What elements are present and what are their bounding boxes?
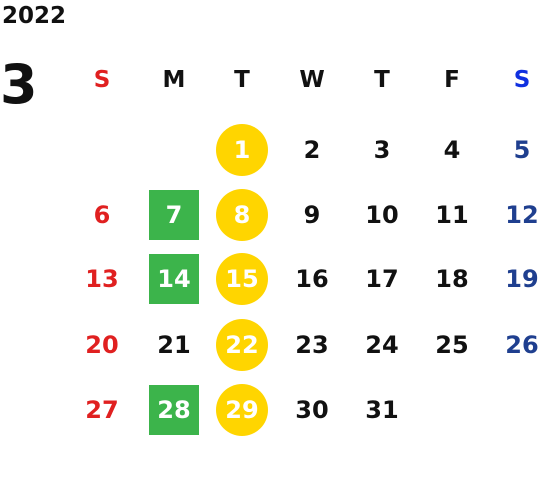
- weekday-label: T: [374, 67, 390, 93]
- calendar-day[interactable]: 6: [72, 195, 132, 235]
- weekday-header: F: [422, 60, 482, 100]
- weekday-label: F: [444, 67, 460, 93]
- calendar-day[interactable]: 23: [282, 325, 342, 365]
- calendar-day[interactable]: 3: [352, 130, 412, 170]
- calendar-day[interactable]: 10: [352, 195, 412, 235]
- calendar-day[interactable]: 1: [212, 124, 272, 176]
- weekday-label: W: [299, 67, 325, 93]
- calendar-day[interactable]: 27: [72, 390, 132, 430]
- weekday-label: S: [513, 67, 531, 93]
- calendar-day[interactable]: 9: [282, 195, 342, 235]
- calendar-day[interactable]: 22: [212, 319, 272, 371]
- day-number: 18: [435, 265, 469, 293]
- calendar-day[interactable]: 12: [492, 195, 548, 235]
- weekday-header: W: [282, 60, 342, 100]
- day-number: 5: [513, 136, 531, 164]
- day-number: 3: [373, 136, 391, 164]
- day-number: 12: [505, 201, 539, 229]
- calendar-day[interactable]: 21: [144, 325, 204, 365]
- calendar-day[interactable]: 14: [144, 254, 204, 304]
- day-number: 28: [157, 396, 191, 424]
- weekday-header: S: [492, 60, 548, 100]
- day-number: 6: [93, 201, 111, 229]
- day-number: 29: [225, 396, 259, 424]
- day-number: 17: [365, 265, 399, 293]
- day-number: 4: [443, 136, 461, 164]
- calendar-day[interactable]: 18: [422, 259, 482, 299]
- calendar-day[interactable]: 15: [212, 253, 272, 305]
- calendar-day[interactable]: 7: [144, 190, 204, 240]
- day-number: 8: [233, 201, 251, 229]
- day-number: 7: [165, 201, 183, 229]
- calendar-year: 2022: [2, 3, 67, 29]
- day-number: 20: [85, 331, 119, 359]
- calendar-day[interactable]: 13: [72, 259, 132, 299]
- weekday-label: S: [93, 67, 111, 93]
- calendar-day[interactable]: 31: [352, 390, 412, 430]
- calendar-day[interactable]: 8: [212, 189, 272, 241]
- calendar-day[interactable]: 2: [282, 130, 342, 170]
- calendar-day[interactable]: 19: [492, 259, 548, 299]
- calendar-day[interactable]: 28: [144, 385, 204, 435]
- day-number: 23: [295, 331, 329, 359]
- day-number: 30: [295, 396, 329, 424]
- day-number: 19: [505, 265, 539, 293]
- calendar-day[interactable]: 16: [282, 259, 342, 299]
- weekday-header: M: [144, 60, 204, 100]
- weekday-header: S: [72, 60, 132, 100]
- day-number: 13: [85, 265, 119, 293]
- calendar-day[interactable]: 29: [212, 384, 272, 436]
- weekday-header: T: [212, 60, 272, 100]
- day-number: 24: [365, 331, 399, 359]
- calendar-day[interactable]: 5: [492, 130, 548, 170]
- calendar-day[interactable]: 30: [282, 390, 342, 430]
- day-number: 9: [303, 201, 321, 229]
- calendar-day[interactable]: 11: [422, 195, 482, 235]
- weekday-header: T: [352, 60, 412, 100]
- day-number: 2: [303, 136, 321, 164]
- day-number: 21: [157, 331, 191, 359]
- day-number: 31: [365, 396, 399, 424]
- day-number: 22: [225, 331, 259, 359]
- day-number: 11: [435, 201, 469, 229]
- weekday-label: M: [162, 67, 186, 93]
- day-number: 16: [295, 265, 329, 293]
- day-number: 15: [225, 265, 259, 293]
- day-number: 14: [157, 265, 191, 293]
- calendar-day[interactable]: 25: [422, 325, 482, 365]
- day-number: 1: [233, 136, 251, 164]
- day-number: 10: [365, 201, 399, 229]
- weekday-label: T: [234, 67, 250, 93]
- day-number: 25: [435, 331, 469, 359]
- calendar-month: 3: [0, 53, 38, 116]
- day-number: 26: [505, 331, 539, 359]
- day-number: 27: [85, 396, 119, 424]
- calendar-day[interactable]: 24: [352, 325, 412, 365]
- calendar-day[interactable]: 4: [422, 130, 482, 170]
- calendar-day[interactable]: 26: [492, 325, 548, 365]
- calendar-day[interactable]: 20: [72, 325, 132, 365]
- calendar-day[interactable]: 17: [352, 259, 412, 299]
